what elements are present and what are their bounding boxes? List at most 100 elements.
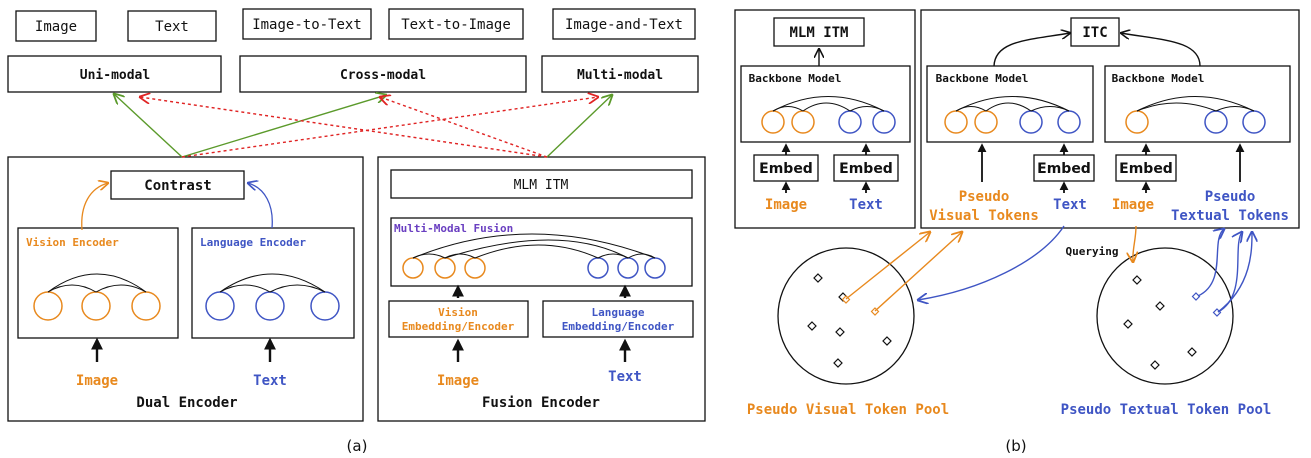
textual-token-pool-circle xyxy=(1096,247,1234,385)
input-arrows-a xyxy=(91,284,631,362)
input-arrows-b xyxy=(781,143,1245,193)
vision-encoder-tokens xyxy=(33,291,161,321)
dual-to-multi-dashed xyxy=(181,97,598,158)
pseudo-visual-line2: Visual Tokens xyxy=(929,208,1039,224)
task-box-text-to-image xyxy=(388,8,524,40)
multi-modal-fusion-label: Multi-Modal Fusion xyxy=(394,222,513,235)
vision-encoder-label: Vision Encoder xyxy=(26,236,119,249)
pseudo-textual-line1: Pseudo xyxy=(1205,189,1256,205)
fusion-heads-box xyxy=(390,169,693,199)
fusion-language-tokens xyxy=(587,257,666,279)
language-embedding-line2: Embedding/Encoder xyxy=(562,320,675,333)
visual-pool-label: Pseudo Visual Token Pool xyxy=(747,402,949,418)
left-image-label: Image xyxy=(765,197,807,213)
task-label-image-to-text: Image-to-Text xyxy=(252,17,362,33)
contrast-box xyxy=(110,170,245,200)
vision-token xyxy=(131,291,161,321)
fusion-encoder-title: Fusion Encoder xyxy=(482,395,600,411)
right-text-label: Text xyxy=(1053,197,1087,213)
left-backbone-box xyxy=(740,65,911,143)
language-encoder-tokens xyxy=(205,291,340,321)
right-embed-text-label: Embed xyxy=(1037,161,1091,177)
language-embedding-line1: Language xyxy=(592,306,645,319)
right-image-label: Image xyxy=(1112,197,1154,213)
fusion-text-label: Text xyxy=(608,369,642,385)
panel-a xyxy=(7,8,706,422)
dual-encoder-title: Dual Encoder xyxy=(136,395,237,411)
textual-pool-label: Pseudo Textual Token Pool xyxy=(1061,402,1272,418)
vision-token xyxy=(81,291,111,321)
itc-label: ITC xyxy=(1082,25,1107,41)
right-model-frame xyxy=(920,9,1300,229)
task-box-image-and-text xyxy=(552,8,696,40)
right-embed-image-label: Embed xyxy=(1119,161,1173,177)
pseudo-textual-line2: Textual Tokens xyxy=(1171,208,1289,224)
visual-token-pool-circle xyxy=(777,247,915,385)
language-encoder-label: Language Encoder xyxy=(200,236,306,249)
task-label-text-to-image: Text-to-Image xyxy=(401,17,511,33)
panel-b xyxy=(734,9,1300,385)
modality-connectors xyxy=(114,94,612,158)
vision-embedding-line2: Embedding/Encoder xyxy=(402,320,515,333)
fusion-vision-tokens xyxy=(402,257,486,279)
task-box-image-to-text xyxy=(242,8,372,40)
caption-a: (a) xyxy=(347,437,368,455)
right-backbone-visual-box xyxy=(926,65,1094,143)
task-label-image: Image xyxy=(35,19,77,35)
dual-encoder-frame xyxy=(7,156,364,422)
task-box-image xyxy=(15,10,97,42)
selected-textual-tokens xyxy=(1191,292,1222,317)
vision-token xyxy=(33,291,63,321)
caption-b: (b) xyxy=(1005,437,1026,455)
pool-tokens xyxy=(807,273,1197,370)
vision-embedding-box xyxy=(388,300,529,338)
task-label-image-and-text: Image-and-Text xyxy=(565,17,683,33)
left-model-frame xyxy=(734,9,916,229)
modality-label-uni: Uni-modal xyxy=(80,68,150,83)
visual-pool-arrows xyxy=(845,225,1136,312)
language-token xyxy=(310,291,340,321)
left-text-label: Text xyxy=(849,197,883,213)
dual-to-cross-arrow xyxy=(181,95,386,158)
fusion-to-uni-dashed xyxy=(140,97,548,158)
left-embed-image-label: Embed xyxy=(759,161,813,177)
selected-visual-tokens xyxy=(841,295,880,316)
fusion-to-multi-arrow xyxy=(546,95,612,158)
itc-fork-arrows xyxy=(993,33,1201,67)
fusion-encoder-frame xyxy=(377,156,706,422)
vision-embedding-line1: Vision xyxy=(438,306,478,319)
fusion-heads-label: MLM ITM xyxy=(514,178,569,193)
right-backbone-visual-label: Backbone Model xyxy=(936,72,1029,85)
language-to-contrast-arrow xyxy=(248,183,273,229)
left-heads-box xyxy=(773,17,865,47)
right-backbone-textual-box xyxy=(1104,65,1291,143)
dual-to-uni-arrow xyxy=(114,94,183,158)
b-attention-arcs xyxy=(772,96,1255,112)
task-box-text xyxy=(127,10,217,42)
vision-attention-arcs xyxy=(47,273,147,293)
left-backbone-label: Backbone Model xyxy=(749,72,842,85)
modality-box-multi xyxy=(541,55,699,93)
fusion-image-label: Image xyxy=(437,373,479,389)
language-embedding-box xyxy=(542,300,694,338)
contrast-label: Contrast xyxy=(144,178,211,194)
fusion-to-cross-dashed xyxy=(380,97,548,158)
multi-modal-fusion-box xyxy=(390,217,693,287)
modality-label-multi: Multi-modal xyxy=(577,68,663,83)
language-attention-arcs xyxy=(219,273,326,293)
b-textual-tokens xyxy=(838,110,1266,134)
querying-label: Querying xyxy=(1066,245,1119,258)
textual-pool-arrows xyxy=(918,225,1252,313)
dual-text-label: Text xyxy=(253,373,287,389)
right-backbone-textual-label: Backbone Model xyxy=(1112,72,1205,85)
dual-image-label: Image xyxy=(76,373,118,389)
b-visual-tokens xyxy=(761,110,1149,134)
left-heads-label: MLM ITM xyxy=(789,25,848,41)
fusion-attention-arcs xyxy=(412,233,656,259)
vision-to-contrast-arrow xyxy=(81,183,108,231)
language-token xyxy=(255,291,285,321)
task-label-text: Text xyxy=(155,19,189,35)
left-embed-text-label: Embed xyxy=(839,161,893,177)
modality-label-cross: Cross-modal xyxy=(340,68,426,83)
